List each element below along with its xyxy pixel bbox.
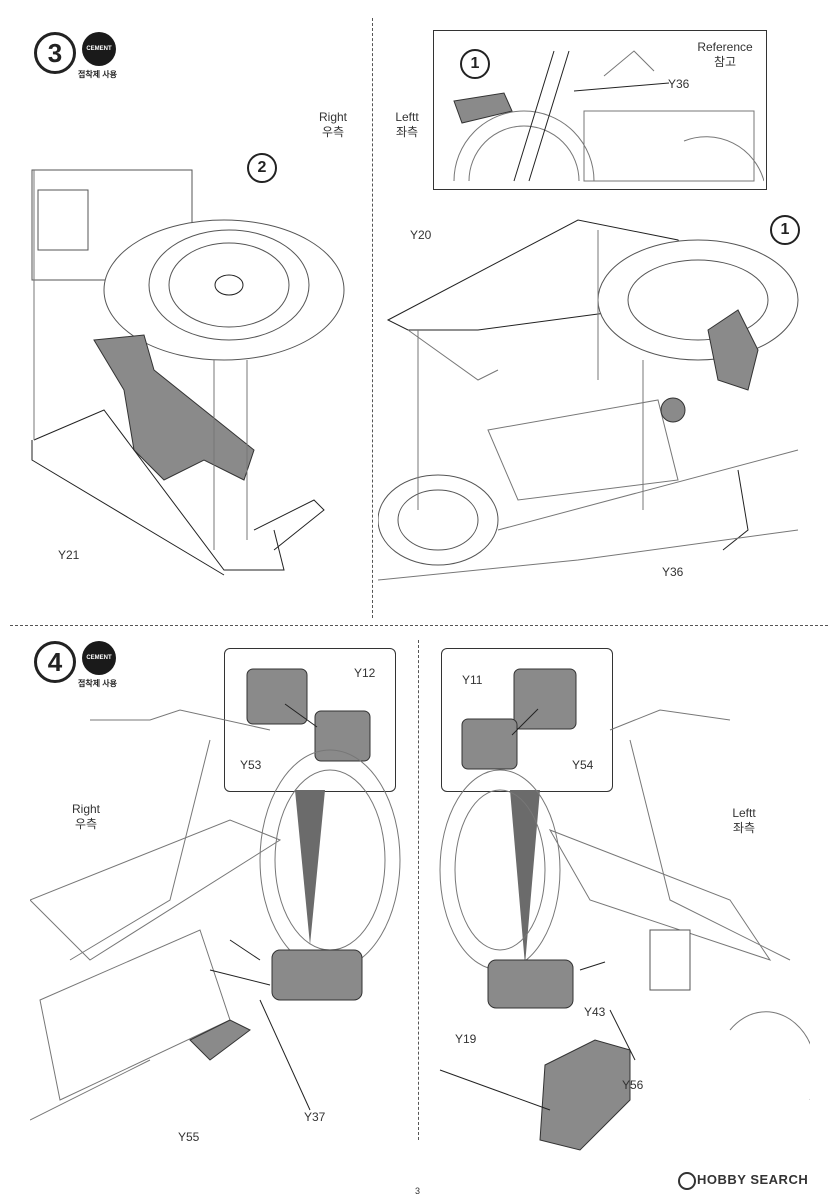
- detail-right-drawing: [246, 668, 371, 762]
- part-label-y20: Y20: [410, 228, 432, 242]
- step3-left-label: Leftt 좌측: [386, 110, 428, 140]
- part-label-y11: Y11: [462, 673, 483, 687]
- part-label-y19: Y19: [455, 1032, 477, 1046]
- reference-label: Reference 참고: [690, 40, 760, 70]
- reference-label-kr: 참고: [713, 55, 737, 69]
- step4-number-badge: 4: [34, 641, 76, 683]
- detail-pointer-left: [510, 790, 540, 965]
- cement-caption: 접착제 사용: [78, 679, 118, 688]
- cement-icon: CEMENT: [82, 32, 116, 66]
- part-label-y43: Y43: [584, 1005, 606, 1019]
- step3-center-divider: [372, 18, 373, 618]
- step4-right-label: Right 우측: [64, 802, 108, 832]
- step3-callout-2: 2: [247, 153, 277, 183]
- part-label-y53: Y53: [240, 758, 262, 772]
- left-label-kr: 좌측: [732, 821, 756, 835]
- part-label-y55: Y55: [178, 1130, 200, 1144]
- step4-left-label: Leftt 좌측: [722, 806, 766, 836]
- left-label-en: Leftt: [732, 806, 756, 820]
- step3-right-assembly-drawing: [31, 169, 345, 576]
- step3-callout-1: 1: [770, 215, 800, 245]
- part-label-y36: Y36: [662, 565, 684, 579]
- hobbysearch-logo-icon: [678, 1172, 696, 1190]
- right-label-kr: 우측: [321, 125, 345, 139]
- cement-caption: 접착제 사용: [78, 70, 118, 79]
- right-label-en: Right: [318, 110, 347, 124]
- cement-icon: CEMENT: [82, 641, 116, 675]
- step4-center-divider: [418, 640, 419, 1140]
- step3-right-label: Right 우측: [312, 110, 354, 140]
- part-label-y12: Y12: [354, 666, 376, 680]
- detail-pointer-right: [295, 790, 325, 945]
- part-label-y36-ref: Y36: [668, 77, 690, 91]
- left-label-en: Leftt: [395, 110, 419, 124]
- detail-left-drawing: [461, 668, 577, 770]
- left-label-kr: 좌측: [395, 125, 419, 139]
- reference-drawing: [453, 50, 764, 182]
- part-label-y56: Y56: [622, 1078, 644, 1092]
- part-label-y37: Y37: [304, 1110, 326, 1124]
- right-label-kr: 우측: [74, 817, 98, 831]
- reference-callout-1: 1: [460, 49, 490, 79]
- right-label-en: Right: [71, 802, 100, 816]
- step3-number-badge: 3: [34, 32, 76, 74]
- part-label-y54: Y54: [572, 758, 594, 772]
- step4-right-assembly-drawing: [30, 709, 401, 1121]
- step-divider: [10, 625, 828, 626]
- step4-left-assembly-drawing: [439, 709, 810, 1151]
- part-label-y21: Y21: [58, 548, 80, 562]
- reference-label-en: Reference: [697, 40, 753, 54]
- page-number: 3: [415, 1186, 421, 1196]
- step3-left-assembly-drawing: [378, 219, 799, 581]
- watermark: HOBBY SEARCH: [697, 1172, 809, 1187]
